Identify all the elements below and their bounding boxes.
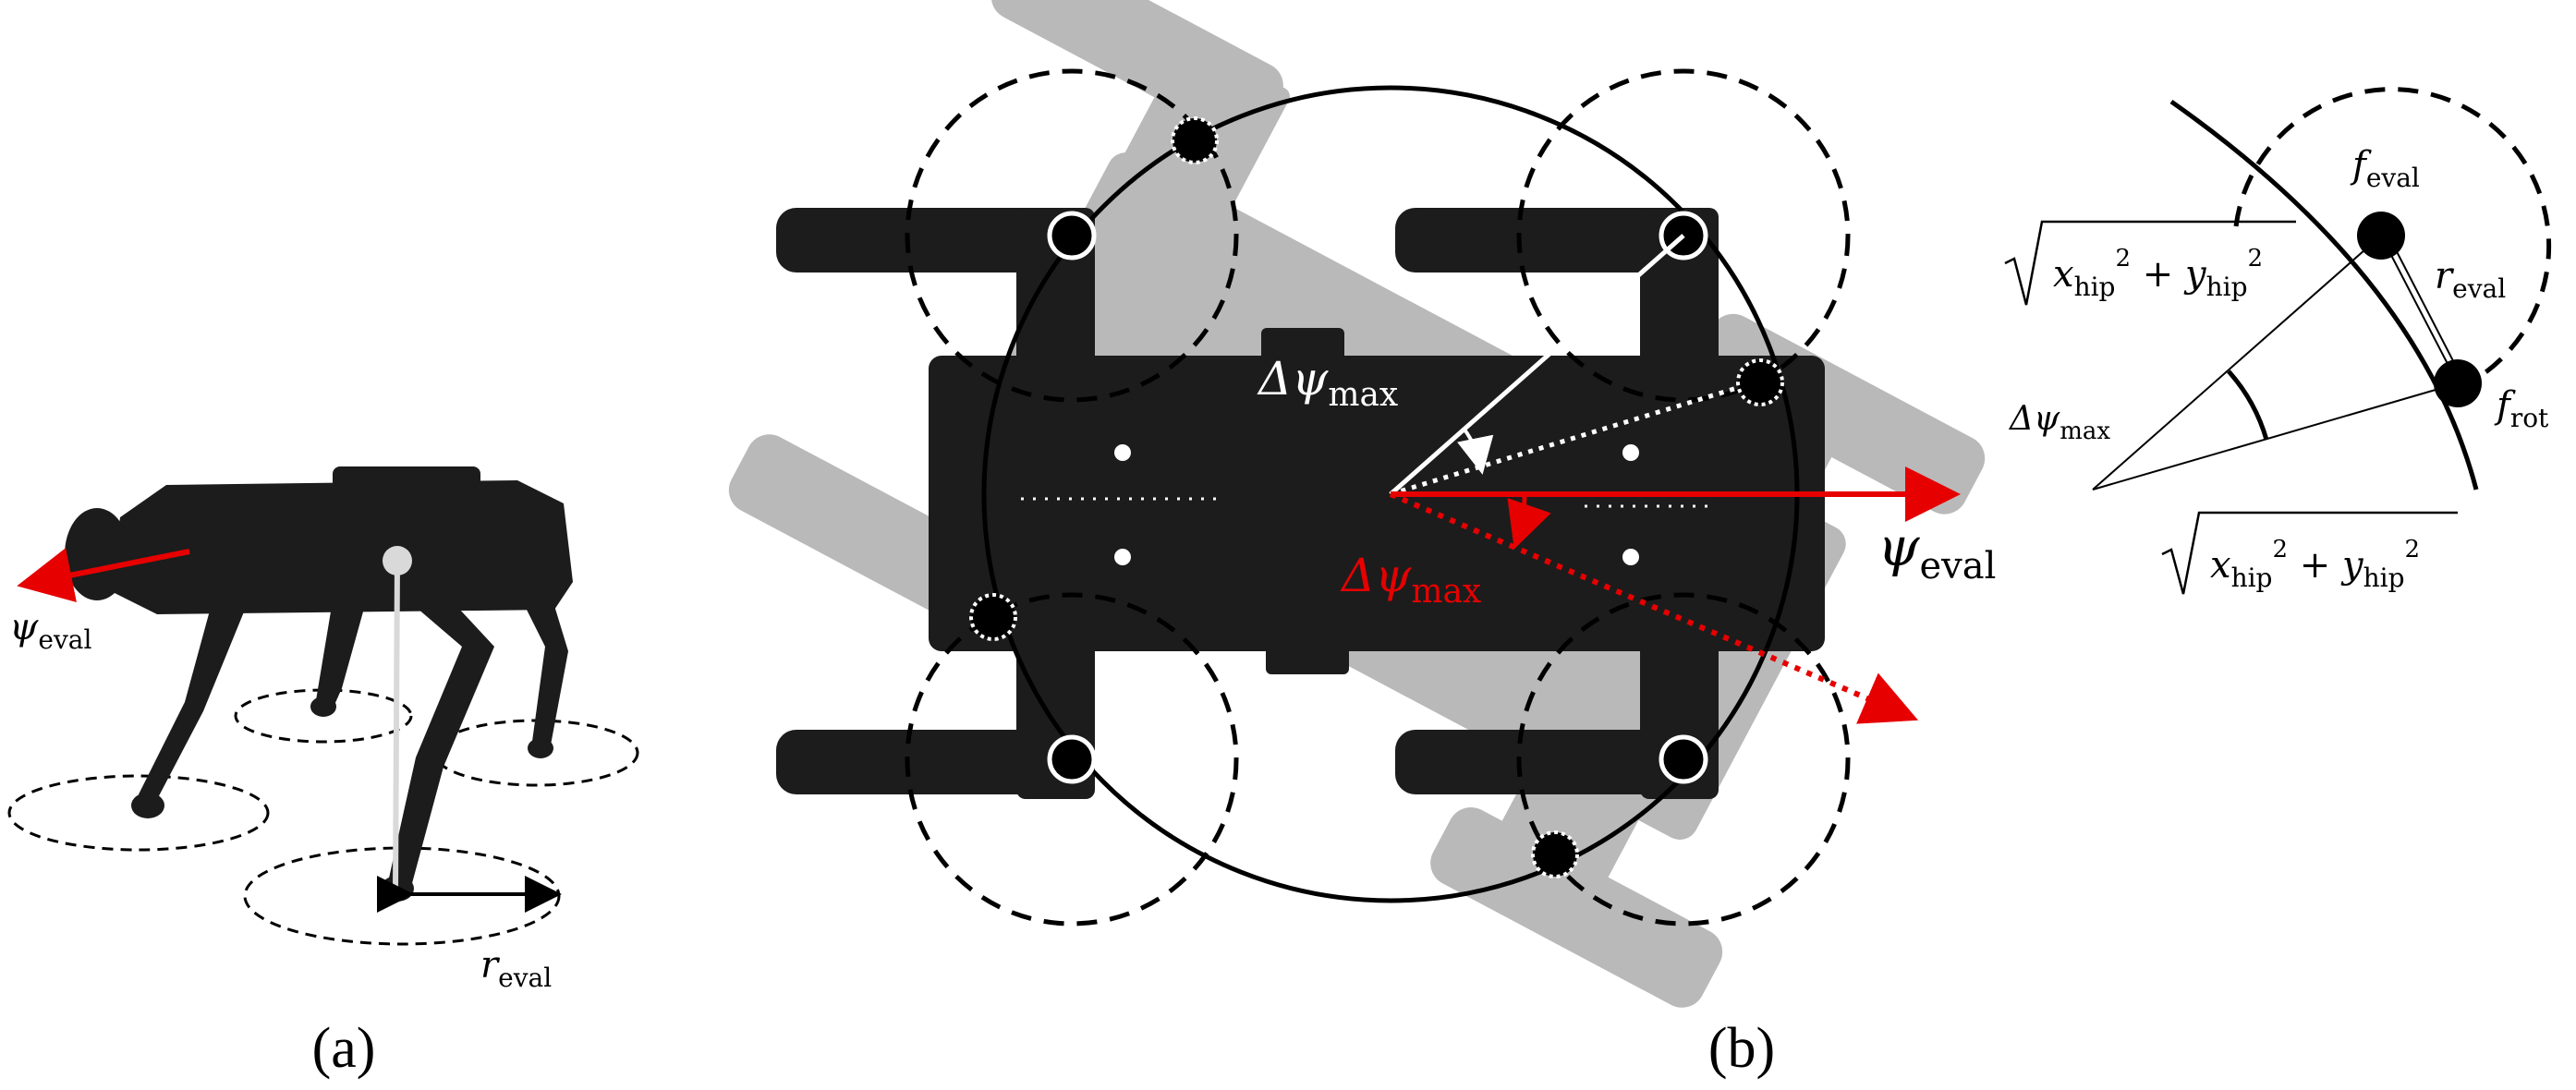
foot-range-circle <box>1516 68 1851 403</box>
robot-body-details <box>1114 444 1639 565</box>
delta-psi-max-red-label: Δψmax <box>1340 549 1481 611</box>
psi-eval-label: ψeval <box>1877 515 1996 587</box>
rotated-foot-marker <box>1736 358 1784 406</box>
rotated-heading-arrow <box>1389 491 1919 724</box>
panel-a-label: (a) <box>312 1017 376 1080</box>
rotated-foot-marker <box>969 593 1017 641</box>
eval-foot-marker <box>1047 734 1097 784</box>
robot-side-view <box>65 466 573 902</box>
foot-range-circle <box>905 68 1239 403</box>
rotated-radius-line <box>1390 385 1738 497</box>
red-angle-arc <box>1507 493 1551 550</box>
triangle-chord <box>2380 235 2459 384</box>
white-angle-arc <box>1457 428 1494 475</box>
foot-range-circle <box>1516 592 1851 926</box>
delta-psi-max-label: Δψmax <box>2008 400 2110 445</box>
robot-top-view <box>776 208 1825 799</box>
delta-psi-max-white-label: Δψmax <box>1257 352 1398 414</box>
r-eval-label: reval <box>2435 255 2506 304</box>
sqrt-top-label: xhip2 + yhip2 <box>2004 220 2296 306</box>
svg-text:xhip2 + yhip2: xhip2 + yhip2 <box>2210 536 2420 593</box>
rotated-foot-marker <box>1171 116 1219 164</box>
angle-arc <box>2227 369 2269 441</box>
triangle-side-top <box>2092 235 2382 490</box>
panel-b-label: (b) <box>1708 1017 1775 1080</box>
sqrt-bottom-label: xhip2 + yhip2 <box>2161 511 2458 595</box>
eval-foot-marker <box>1047 211 1097 260</box>
f-eval-marker <box>2357 212 2405 260</box>
eval-foot-marker <box>1659 734 1708 784</box>
foot-region-ellipse <box>7 774 270 852</box>
triangle-side-bottom <box>2092 382 2459 490</box>
psi-eval-label: ψeval <box>9 606 91 655</box>
panel-b: Δψmax Δψmax ψeval (b) <box>728 0 1996 1080</box>
foot-range-arc <box>2233 87 2552 382</box>
rotation-arc <box>2169 99 2479 490</box>
heading-arrow <box>17 548 190 603</box>
hip-radius-line <box>1389 234 1685 496</box>
projection-line <box>393 560 400 892</box>
triangle-chord-inner <box>2388 235 2463 380</box>
f-rot-marker <box>2434 359 2482 407</box>
f-rot-label: frot <box>2494 384 2549 433</box>
f-eval-label: feval <box>2350 144 2420 193</box>
panel-c: xhip2 + yhip2 xhip2 + yhip2 feval reval … <box>2004 87 2552 595</box>
panel-a: ψeval reval (a) <box>7 466 639 1080</box>
svg-text:xhip2 + yhip2: xhip2 + yhip2 <box>2053 245 2263 302</box>
r-eval-label: reval <box>480 944 552 993</box>
rotated-foot-marker <box>1531 830 1579 878</box>
foot-range-circle <box>905 592 1239 926</box>
hip-marker <box>383 546 412 575</box>
